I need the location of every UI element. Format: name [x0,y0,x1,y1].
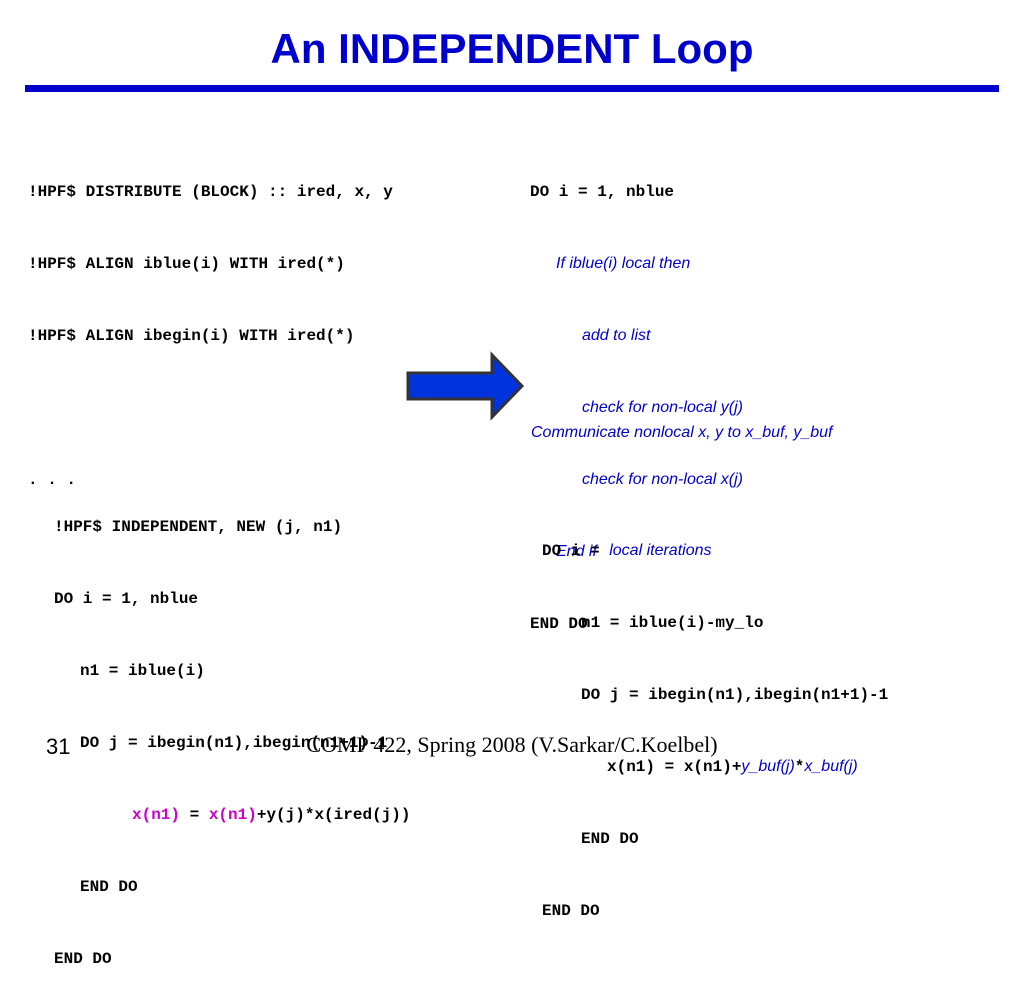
code-line: n1 = iblue(i)-my_lo [581,614,764,632]
code-line: END DO [581,830,639,848]
code-fragment: DO i = [542,542,610,560]
annotation-fragment: local iterations [609,542,712,559]
code-line: END DO [80,878,138,896]
code-line: DO j = ibegin(n1),ibegin(n1+1)-1 [80,734,388,752]
code-line: END DO [530,615,588,633]
code-line: !HPF$ ALIGN ibegin(i) WITH ired(*) [28,327,355,345]
code-line: x(n1) = x(n1)+y(j)*x(ired(j)) [54,803,410,827]
top-right-code-block: DO i = 1, nblue If iblue(i) local then a… [530,132,743,660]
annotation-fragment: x_buf(j) [804,758,858,775]
code-line: n1 = iblue(i) [80,662,205,680]
annotation-line: check for non-local y(j) [582,399,743,416]
annotation-line: check for non-local x(j) [582,471,743,488]
highlighted-term: x(n1) [132,806,181,824]
code-fragment: +y(j)*x(ired(j)) [256,806,411,824]
top-left-code-block: !HPF$ DISTRIBUTE (BLOCK) :: ired, x, y !… [28,132,393,516]
annotation-line: add to list [582,327,651,344]
code-line: DO i = 1, nblue [530,183,675,201]
code-line: . . . [28,471,77,489]
code-line: END DO [54,950,112,968]
annotation-line: End if [556,543,597,560]
code-line: x(n1) = x(n1)+y_buf(j)*x_buf(j) [542,755,888,779]
bottom-left-code-block: !HPF$ INDEPENDENT, NEW (j, n1) DO i = 1,… [54,467,410,995]
code-line: END DO [542,902,600,920]
code-fragment: * [794,758,805,776]
annotation-line: If iblue(i) local then [556,255,691,272]
code-line: !HPF$ DISTRIBUTE (BLOCK) :: ired, x, y [28,183,393,201]
code-line: DO i = local iterations [542,539,888,563]
slide-footer: COMP 422, Spring 2008 (V.Sarkar/C.Koelbe… [306,732,718,757]
page-number: 31 [46,734,71,759]
slide-title: An INDEPENDENT Loop [270,25,754,72]
annotation-fragment: y_buf(j) [741,758,795,775]
highlighted-term: x(n1) [208,806,257,824]
bottom-right-code-block: DO i = local iterations n1 = iblue(i)-my… [542,491,888,947]
code-line: !HPF$ INDEPENDENT, NEW (j, n1) [54,518,343,536]
title-divider [25,85,999,92]
blank-line [28,396,393,420]
communicate-note: Communicate nonlocal x, y to x_buf, y_bu… [531,424,833,441]
code-fragment: x(n1) = x(n1)+ [607,758,742,776]
right-arrow-icon [406,351,525,421]
code-line: DO j = ibegin(n1),ibegin(n1+1)-1 [581,686,889,704]
code-line: DO i = 1, nblue [54,590,199,608]
code-line: !HPF$ ALIGN iblue(i) WITH ired(*) [28,255,345,273]
code-fragment: = [180,806,209,824]
